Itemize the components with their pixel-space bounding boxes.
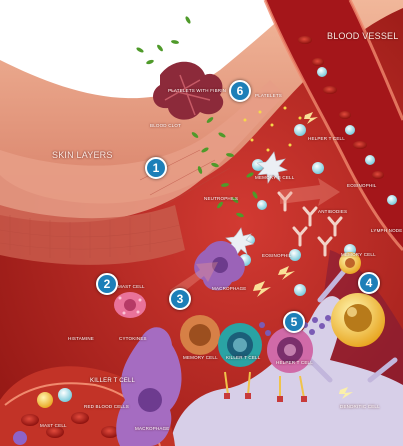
label-cytokines: CYTOKINES [119, 336, 147, 341]
step-badge-5: 5 [283, 311, 305, 333]
label-blood-clot: BLOOD CLOT [150, 123, 181, 128]
step-badge-2: 2 [96, 273, 118, 295]
label-antibodies: ANTIBODIES [318, 209, 347, 214]
killer-t-cell-shape [218, 323, 262, 367]
step-badge-3: 3 [169, 288, 191, 310]
label-memory-cell-2: MEMORY CELL [183, 355, 218, 360]
label-mast-cell: MAST CELL [118, 284, 145, 289]
label-blood-vessel: BLOOD VESSEL [327, 31, 398, 41]
step-badge-4: 4 [358, 272, 380, 294]
label-histamine: HISTAMINE [68, 336, 94, 341]
label-killer-t-cell-small: KILLER T CELL [226, 355, 260, 360]
label-neutrophils: NEUTROPHILS [204, 196, 238, 201]
memory-b-cell-shape [331, 293, 385, 347]
label-platelets-with-fibrin: PLATELETS WITH FIBRIN [168, 88, 226, 93]
label-killer-t-cell: KILLER T CELL [90, 378, 135, 384]
label-skin-layers: SKIN LAYERS [52, 150, 113, 160]
step-badge-1: 1 [145, 157, 167, 179]
label-memory-b-cell: MEMORY B CELL [255, 175, 294, 180]
label-helper-t-cell-2: HELPER T CELL [276, 360, 313, 365]
label-macrophage: MACROPHAGE [212, 286, 247, 291]
label-macrophage-2: MACROPHAGE [135, 426, 170, 431]
label-lymph-node: LYMPH NODE [371, 228, 402, 233]
memory-cell-shape [180, 315, 220, 355]
label-red-blood-cells: RED BLOOD CELLS [84, 404, 129, 409]
helper-t-cell-shape [267, 327, 313, 373]
label-dendritic-cell: DENDRITIC CELL [340, 404, 380, 409]
mast-cell-shape [114, 292, 146, 318]
label-memory-cell: MEMORY CELL [341, 252, 376, 257]
label-platelets: PLATELETS [255, 93, 282, 98]
label-helper-t-cell: HELPER T CELL [308, 136, 345, 141]
label-eosinophil-2: EOSINOPHIL [262, 253, 292, 258]
label-eosinophil: EOSINOPHIL [347, 183, 377, 188]
label-mast-cell-2: MAST CELL [40, 423, 67, 428]
step-badge-6: 6 [229, 80, 251, 102]
